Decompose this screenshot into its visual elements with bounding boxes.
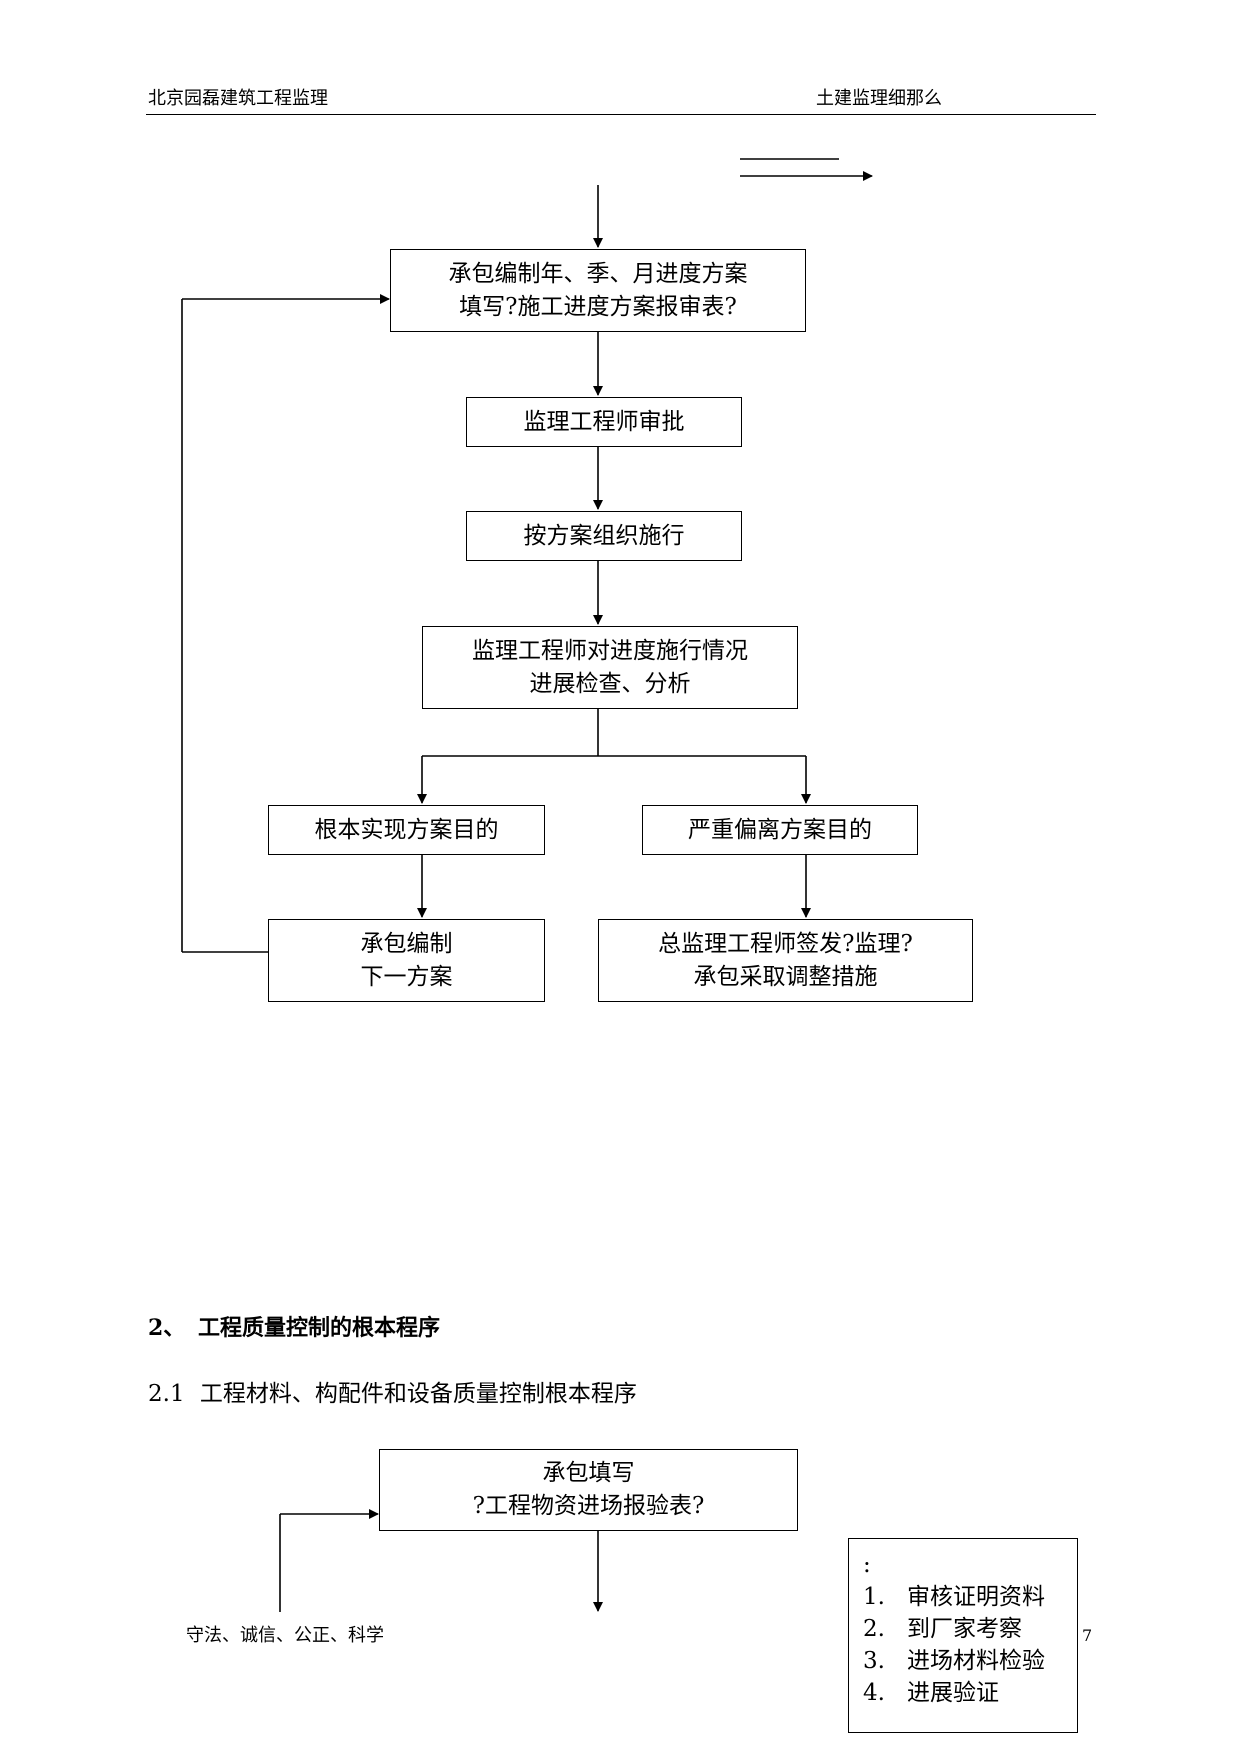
- subsection-heading: 2.1 工程材料、构配件和设备质量控制根本程序: [148, 1379, 637, 1409]
- header-company: 北京园磊建筑工程监理: [148, 88, 328, 109]
- box-adjust-measures-line1: 总监理工程师签发?监理?: [658, 930, 913, 957]
- box-execute-label: 按方案组织施行: [523, 522, 685, 549]
- notes-item: 2. 到厂家考察: [863, 1613, 1077, 1645]
- notes-item: 1. 审核证明资料: [863, 1581, 1077, 1613]
- section-heading: 2、工程质量控制的根本程序: [148, 1314, 440, 1342]
- box-progress-plan-line1: 承包编制年、季、月进度方案: [448, 260, 748, 287]
- notes-item-number: 2.: [863, 1616, 885, 1642]
- inspection-notes-box: : 1. 审核证明资料 2. 到厂家考察 3. 进场材料检验 4. 进展验证: [848, 1538, 1078, 1733]
- box-achieve-goal: 根本实现方案目的: [268, 805, 545, 855]
- box-material-report: 承包填写 ?工程物资进场报验表?: [379, 1449, 798, 1531]
- page-number: 7: [1082, 1626, 1093, 1645]
- footer-motto: 守法、诚信、公正、科学: [186, 1625, 384, 1646]
- header-doc-title: 土建监理细那么: [816, 88, 942, 109]
- box-achieve-goal-label: 根本实现方案目的: [314, 816, 499, 843]
- box-adjust-measures-line2: 承包采取调整措施: [693, 963, 878, 990]
- box-next-plan-line2: 下一方案: [360, 963, 453, 990]
- notes-item-text: 到厂家考察: [907, 1616, 1022, 1642]
- section-number: 2、: [148, 1315, 186, 1341]
- notes-title: :: [863, 1552, 871, 1578]
- box-deviate-goal-label: 严重偏离方案目的: [688, 816, 872, 843]
- notes-item-number: 4.: [863, 1680, 885, 1706]
- notes-item: 3. 进场材料检验: [863, 1645, 1077, 1677]
- header-rule: [146, 114, 1096, 115]
- subsection-number: 2.1: [148, 1381, 185, 1407]
- notes-item-number: 3.: [863, 1648, 885, 1674]
- box-next-plan-line1: 承包编制: [360, 930, 453, 957]
- box-approve: 监理工程师审批: [466, 397, 742, 447]
- box-progress-plan-line2: 填写?施工进度方案报审表?: [459, 293, 737, 320]
- box-material-report-line1: 承包填写: [542, 1460, 635, 1486]
- box-deviate-goal: 严重偏离方案目的: [642, 805, 918, 855]
- box-progress-check: 监理工程师对进度施行情况 进展检查、分析: [422, 626, 798, 709]
- box-adjust-measures: 总监理工程师签发?监理? 承包采取调整措施: [598, 919, 973, 1002]
- box-approve-label: 监理工程师审批: [523, 408, 685, 435]
- notes-item-text: 进场材料检验: [907, 1648, 1045, 1674]
- box-progress-check-line1: 监理工程师对进度施行情况: [472, 637, 748, 664]
- box-material-report-line2: ?工程物资进场报验表?: [472, 1493, 705, 1519]
- notes-item-text: 进展验证: [907, 1680, 999, 1706]
- subsection-title: 工程材料、构配件和设备质量控制根本程序: [199, 1381, 637, 1407]
- notes-item-number: 1.: [863, 1584, 885, 1610]
- box-progress-check-line2: 进展检查、分析: [529, 670, 691, 697]
- section-title: 工程质量控制的根本程序: [198, 1315, 441, 1341]
- notes-item-text: 审核证明资料: [907, 1584, 1045, 1610]
- notes-item: 4. 进展验证: [863, 1677, 1077, 1709]
- box-next-plan: 承包编制 下一方案: [268, 919, 545, 1002]
- box-progress-plan: 承包编制年、季、月进度方案 填写?施工进度方案报审表?: [390, 249, 806, 332]
- box-execute: 按方案组织施行: [466, 511, 742, 561]
